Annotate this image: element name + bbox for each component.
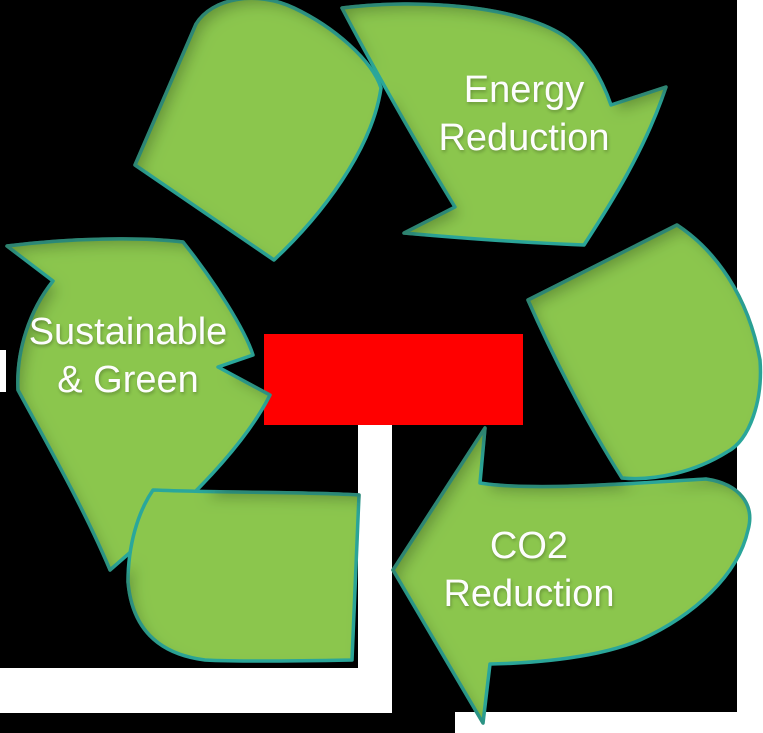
recycle-arrows xyxy=(5,0,763,725)
arrow-energy-reduction xyxy=(340,2,668,247)
fold-right xyxy=(526,223,763,481)
white-patch-bottom-right-strip xyxy=(455,712,763,733)
fold-bottom-left xyxy=(126,488,361,663)
white-patch-bottom-left-band xyxy=(0,668,392,713)
white-patch-center-bar xyxy=(358,425,392,713)
arrow-co2-reduction xyxy=(391,426,752,725)
white-patch-left-sliver xyxy=(0,350,6,392)
arrow-sustainable-green xyxy=(5,237,272,572)
center-red-box xyxy=(264,334,523,425)
fold-top-left xyxy=(133,0,383,262)
